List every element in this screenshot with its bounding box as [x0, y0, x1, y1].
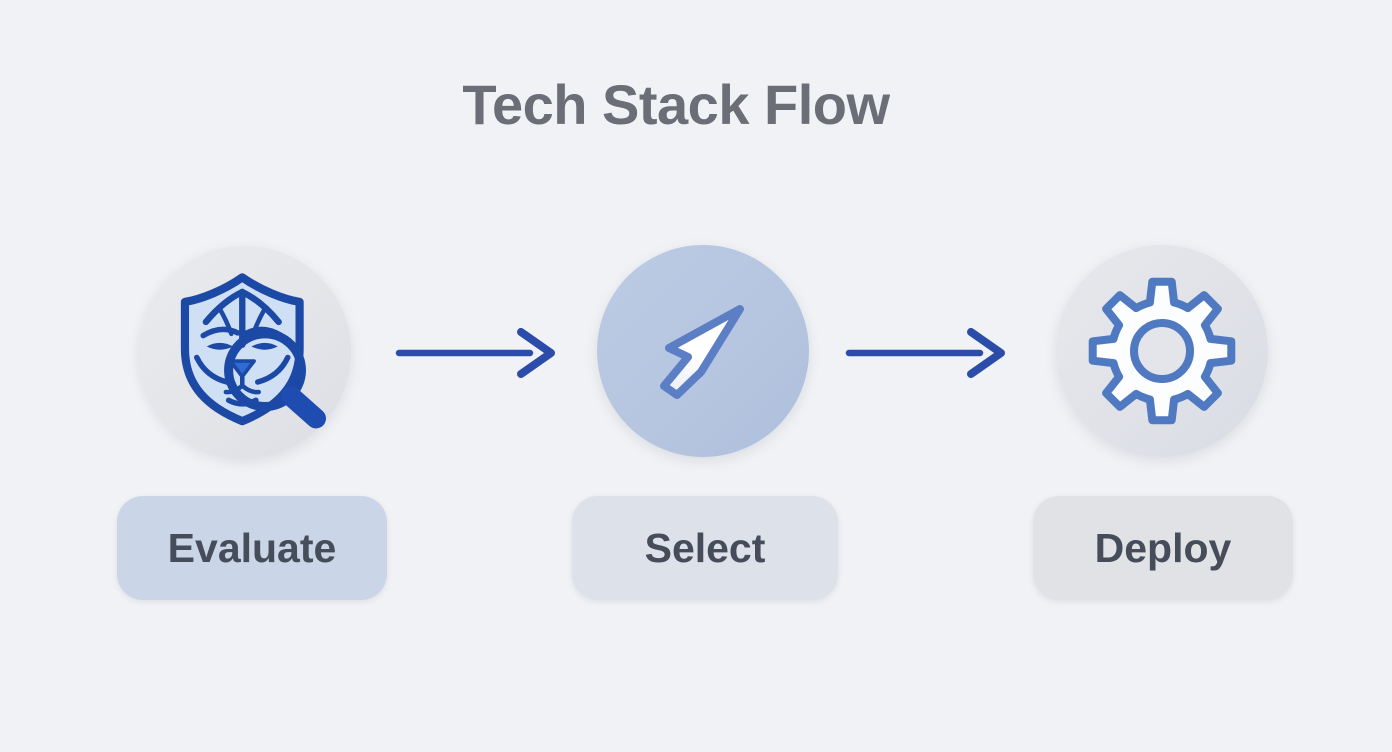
step-circle-deploy: [1056, 245, 1268, 457]
step-label-text: Evaluate: [167, 524, 337, 571]
step-circle-evaluate: [139, 246, 351, 458]
cursor-arrow-icon: [603, 251, 803, 451]
step-label-evaluate: Evaluate: [117, 496, 387, 600]
step-label-text: Deploy: [1094, 524, 1232, 571]
shield-lion-search-icon: [154, 261, 336, 443]
flow-arrow-1-icon: [394, 321, 558, 385]
gear-icon: [1062, 251, 1262, 451]
step-label-deploy: Deploy: [1033, 496, 1293, 600]
step-label-text: Select: [644, 524, 766, 571]
step-label-select: Select: [572, 496, 838, 600]
page-title: Tech Stack Flow: [462, 73, 890, 136]
step-circle-select: [597, 245, 809, 457]
flow-arrow-2-icon: [844, 321, 1008, 385]
